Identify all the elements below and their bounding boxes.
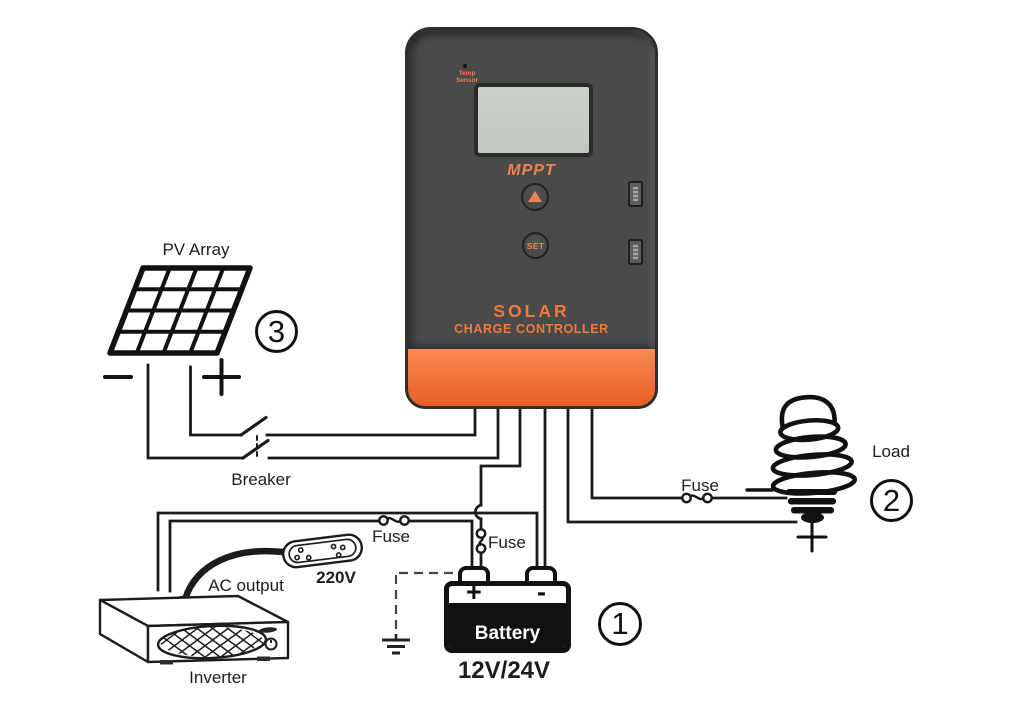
usb-contacts	[633, 187, 638, 201]
inverter-icon	[98, 547, 290, 665]
battery-fuse-symbol	[475, 528, 487, 554]
load-fuse-label: Fuse	[681, 476, 719, 495]
breaker-label: Breaker	[231, 470, 291, 489]
mppt-label: MPPT	[507, 162, 556, 179]
inverter-fuse-label: Fuse	[372, 527, 410, 546]
battery-case	[449, 603, 566, 648]
usb-port-bottom	[628, 239, 643, 265]
ground-symbol	[382, 571, 453, 655]
step-number: 3	[267, 313, 286, 349]
step-number: 2	[882, 482, 901, 518]
set-button[interactable]: SET	[522, 232, 549, 259]
load-fuse-symbol	[681, 492, 713, 504]
step-badge-load: 2	[870, 479, 913, 522]
load-polarity-marks	[745, 488, 828, 553]
usb-port-top	[628, 181, 643, 207]
battery-fuse-label: Fuse	[488, 533, 526, 552]
step-badge-pv: 3	[255, 310, 298, 353]
load-bulb-icon	[770, 394, 858, 523]
ac-voltage-label: 220V	[316, 568, 356, 587]
battery-plus-mark: +	[466, 581, 482, 607]
temp-sensor-label: Temp Sensor	[455, 70, 479, 85]
step-number: 1	[611, 606, 629, 641]
battery-voltage-label: 12V/24V	[457, 657, 551, 684]
lcd-screen	[474, 83, 593, 157]
step-badge-battery: 1	[598, 602, 642, 646]
load-label: Load	[872, 442, 910, 461]
up-button[interactable]	[521, 183, 549, 211]
battery: + - Battery	[444, 581, 571, 653]
temp-sensor-dot	[463, 64, 467, 68]
controller-title: SOLAR	[493, 301, 570, 321]
circuit-wires	[146, 363, 798, 593]
ac-socket-icon	[281, 533, 363, 569]
breaker-symbol	[239, 415, 270, 460]
battery-minus-mark: -	[537, 581, 546, 607]
pv-polarity-marks	[103, 358, 241, 396]
controller-subtitle: CHARGE CONTROLLER	[454, 322, 609, 336]
charge-controller: Temp Sensor MPPT SET SOLAR CHARGE CONTRO…	[405, 27, 658, 409]
up-arrow-icon	[528, 191, 542, 202]
battery-label: Battery	[474, 623, 541, 644]
inverter-label: Inverter	[189, 668, 247, 687]
usb-contacts	[633, 245, 638, 259]
inverter-fuse-symbol	[378, 515, 410, 526]
pv-array-label: PV Array	[162, 240, 230, 259]
controller-orange-panel	[408, 349, 655, 406]
pv-array-icon	[107, 265, 253, 356]
ac-output-label: AC output	[208, 576, 284, 595]
